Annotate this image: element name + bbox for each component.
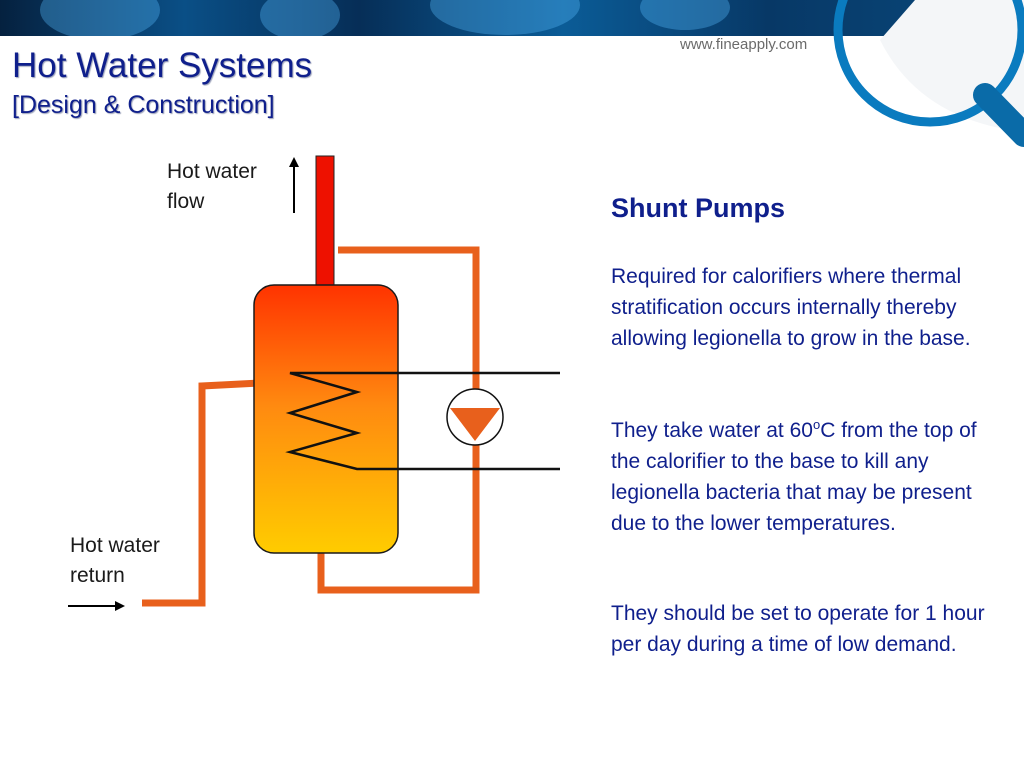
flow-arrow-icon <box>289 157 299 213</box>
flow-label-line2: flow <box>167 190 205 213</box>
heating-coil <box>285 371 560 471</box>
flow-pipe <box>315 155 335 291</box>
page-subtitle: [Design & Construction] <box>12 91 275 119</box>
flow-label-line1: Hot water <box>167 160 257 183</box>
pump-icon <box>446 388 504 446</box>
paragraph-1: Required for calorifiers where thermal s… <box>611 265 971 350</box>
return-pipe <box>142 379 261 607</box>
page-title: Hot Water Systems <box>12 46 313 85</box>
header-banner <box>0 0 1024 36</box>
return-label-line1: Hot water <box>70 534 160 557</box>
paragraph-2-end: C from the top of the calorifier to the … <box>611 419 977 535</box>
shunt-pipe-top <box>317 246 480 594</box>
paragraph-2: They take water at 60oC from the top of … <box>611 415 991 539</box>
return-label: Hot water return <box>70 531 210 591</box>
paragraph-3: They should be set to operate for 1 hour… <box>611 602 985 656</box>
paragraph-2-start: They take water at 60 <box>611 419 813 442</box>
flow-label: Hot water flow <box>167 157 307 217</box>
site-url: www.fineapply.com <box>680 36 808 53</box>
calorifier-tank <box>253 284 399 554</box>
return-arrow-icon <box>68 601 125 611</box>
magnifier-logo-icon <box>833 0 1024 147</box>
degree-superscript: o <box>812 417 821 432</box>
return-label-line2: return <box>70 564 125 587</box>
section-heading: Shunt Pumps <box>611 193 785 223</box>
